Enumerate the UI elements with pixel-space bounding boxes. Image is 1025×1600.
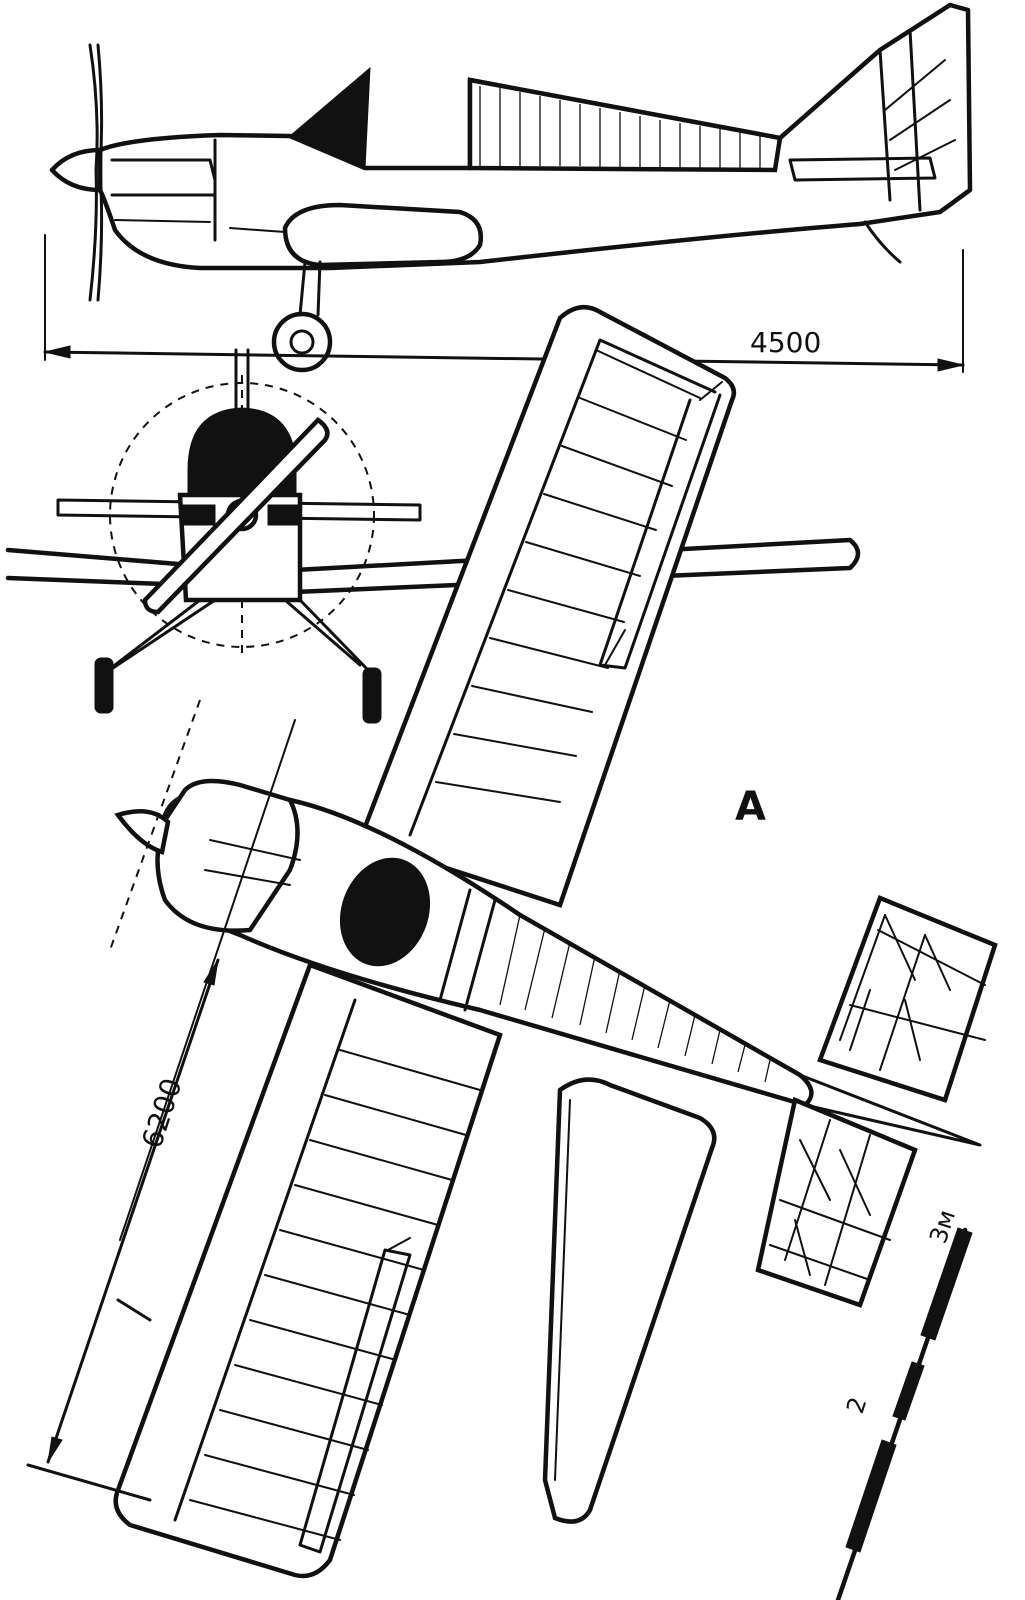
front-wheel-right	[362, 667, 382, 724]
span-dimension: 6200	[26, 699, 296, 1502]
top-tailplane-lower-bracing	[769, 1119, 891, 1286]
front-gear-left	[108, 598, 217, 672]
top-wing-right-ribs	[435, 349, 701, 803]
side-wing-fairing	[467, 77, 783, 173]
top-fuselage-hatching	[499, 914, 771, 1083]
top-spinner	[114, 809, 171, 855]
top-detached-panel	[542, 1077, 717, 1524]
length-dimension-label: 4500	[750, 326, 821, 359]
side-tailplane	[788, 156, 937, 182]
front-wheel-left	[94, 657, 114, 714]
top-tailplane-upper	[817, 895, 998, 1103]
span-dimension-label: 6200	[135, 1074, 188, 1152]
length-dimension: 4500	[43, 234, 965, 373]
top-canopy	[339, 857, 431, 967]
side-fuselage	[97, 2, 973, 271]
view-marker-label: A	[735, 784, 766, 830]
top-tailplane-lower	[755, 1096, 918, 1308]
scale-mid-label: 2	[841, 1394, 872, 1417]
top-wing-right	[357, 304, 737, 908]
side-fin	[878, 28, 922, 212]
top-view: 6200 A	[26, 304, 998, 1579]
front-gear-right	[283, 598, 370, 672]
side-canopy	[289, 66, 371, 169]
side-view: 4500	[43, 2, 973, 373]
side-wing	[282, 202, 484, 268]
side-fairing-hatching	[479, 86, 761, 170]
front-propeller-blade	[142, 417, 330, 615]
top-wing-left	[113, 962, 503, 1579]
top-wing-left-ribs	[189, 1049, 481, 1541]
side-tail-skid	[863, 220, 902, 264]
top-tailplane-upper-bracing	[839, 914, 986, 1071]
side-wheel	[271, 311, 333, 373]
front-view	[5, 348, 861, 724]
side-spinner	[49, 147, 103, 193]
side-gear-leg	[298, 260, 322, 317]
